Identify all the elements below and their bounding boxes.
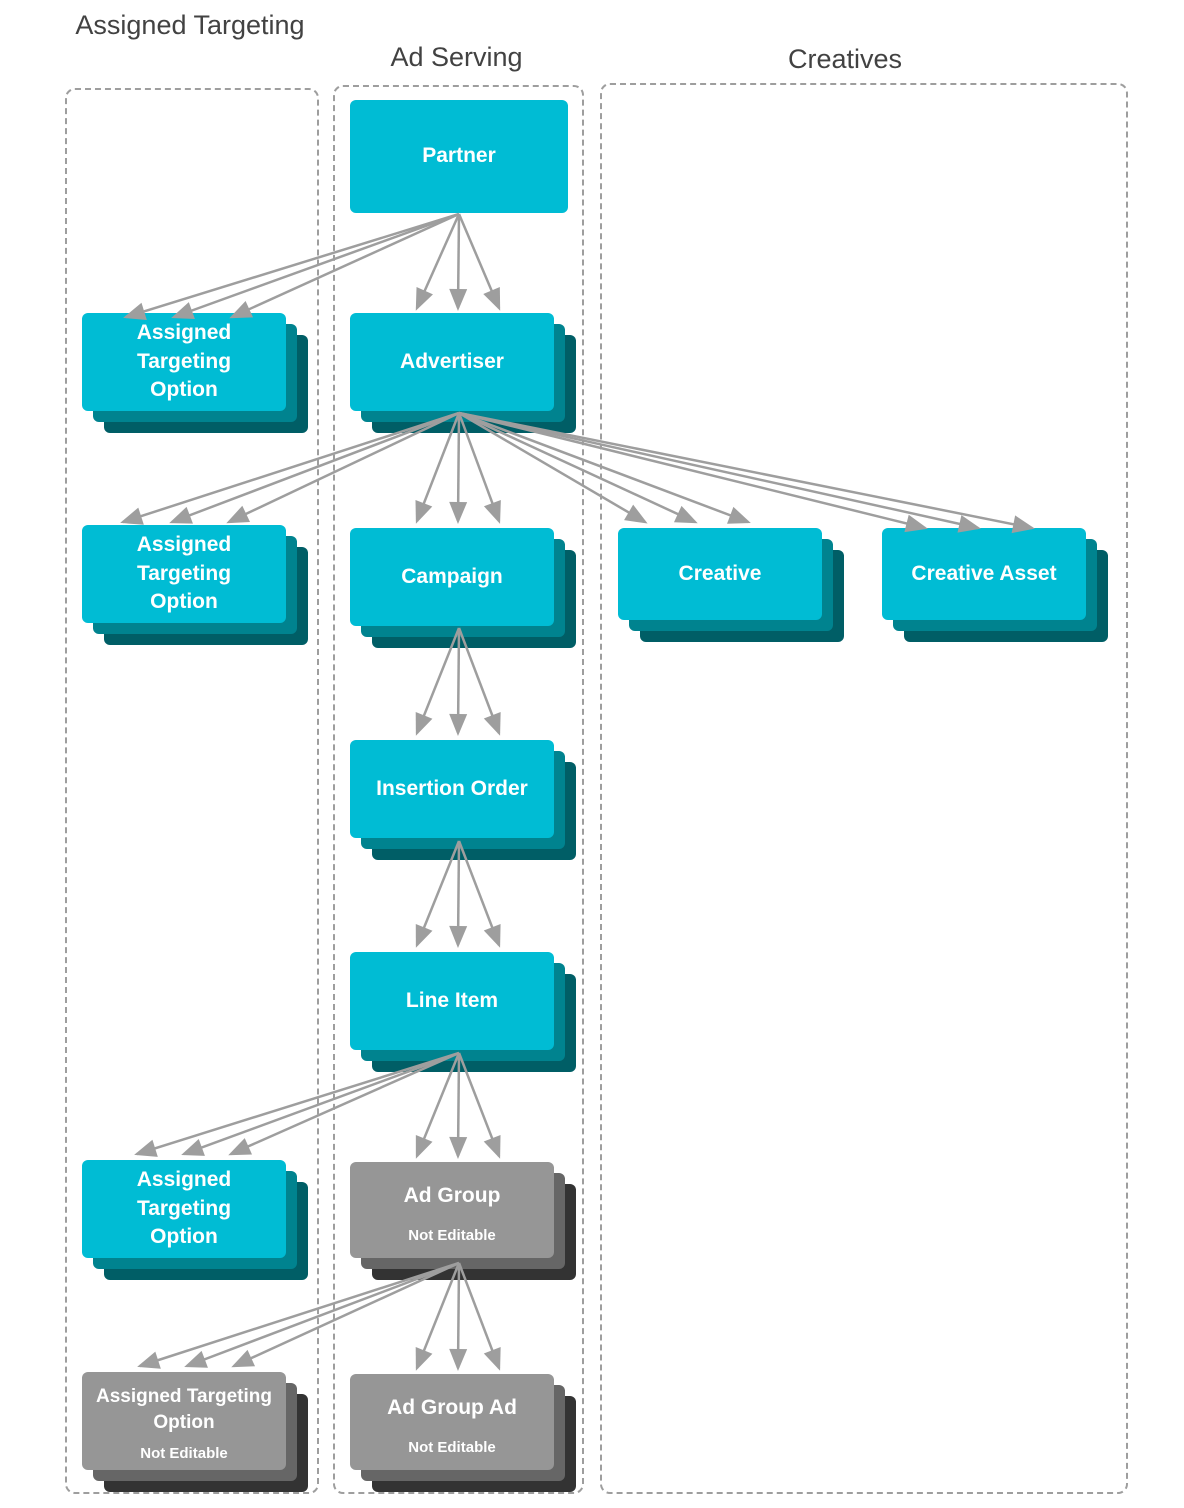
node-campaign-label: Campaign — [401, 564, 503, 588]
node-ato-advertiser-label: Assigned Targeting Option — [136, 533, 232, 614]
node-ad-group-ad-label: Ad Group Ad — [387, 1396, 517, 1420]
node-ad-group: Ad Group Not Editable — [350, 1162, 554, 1258]
node-creative-asset: Creative Asset — [882, 528, 1086, 620]
node-ad-group-label: Ad Group — [403, 1184, 501, 1208]
node-assigned-targeting-option-ad-group: Assigned Targeting Option Not Editable — [82, 1372, 286, 1470]
node-creative: Creative — [618, 528, 822, 620]
node-insertion-order: Insertion Order — [350, 740, 554, 838]
node-creative-label: Creative — [678, 561, 762, 585]
column-title-assigned-targeting: Assigned Targeting — [75, 10, 305, 40]
column-title-creatives: Creatives — [787, 44, 903, 74]
node-ad-group-ad: Ad Group Ad Not Editable — [350, 1374, 554, 1470]
node-ato-ad-group-label: Assigned Targeting Option — [96, 1385, 272, 1433]
node-ato-ad-group-sublabel: Not Editable — [140, 1445, 228, 1463]
column-ad-serving — [333, 85, 584, 1494]
node-line-item-label: Line Item — [405, 988, 499, 1012]
node-ato-line-item-label: Assigned Targeting Option — [136, 1168, 232, 1249]
node-advertiser: Advertiser — [350, 313, 554, 411]
node-campaign: Campaign — [350, 528, 554, 626]
node-assigned-targeting-option-line-item: Assigned Targeting Option — [82, 1160, 286, 1258]
node-ato-partner-label: Assigned Targeting Option — [136, 321, 232, 402]
node-assigned-targeting-option-partner: Assigned Targeting Option — [82, 313, 286, 411]
node-partner-label: Partner — [422, 144, 496, 168]
column-assigned-targeting — [65, 88, 319, 1494]
column-creatives — [600, 83, 1128, 1494]
node-ad-group-sublabel: Not Editable — [408, 1226, 496, 1244]
node-assigned-targeting-option-advertiser: Assigned Targeting Option — [82, 525, 286, 623]
node-advertiser-label: Advertiser — [400, 349, 504, 373]
node-insertion-order-label: Insertion Order — [376, 776, 528, 800]
node-line-item: Line Item — [350, 952, 554, 1050]
node-partner: Partner — [350, 100, 568, 213]
column-title-ad-serving: Ad Serving — [390, 42, 523, 72]
node-ad-group-ad-sublabel: Not Editable — [408, 1438, 496, 1456]
node-creative-asset-label: Creative Asset — [911, 561, 1057, 585]
